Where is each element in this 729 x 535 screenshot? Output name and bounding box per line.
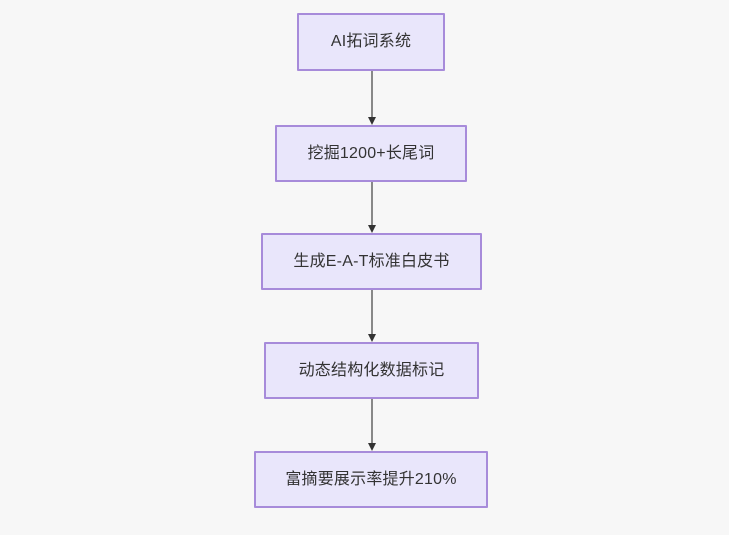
flow-node-mine-longtail-keywords[interactable]: 挖掘1200+长尾词 <box>275 125 467 182</box>
edge-line <box>371 399 373 444</box>
edge-line <box>371 71 373 118</box>
arrowhead-icon <box>367 117 376 125</box>
flow-node-generate-eat-whitepaper[interactable]: 生成E-A-T标准白皮书 <box>261 233 482 290</box>
flow-node-label: 动态结构化数据标记 <box>298 361 445 379</box>
edge-line <box>371 290 373 335</box>
flow-node-ai-keyword-system[interactable]: AI拓词系统 <box>297 13 445 71</box>
flow-node-label: 生成E-A-T标准白皮书 <box>293 252 450 270</box>
arrowhead-icon <box>367 334 376 342</box>
flow-node-label: 挖掘1200+长尾词 <box>307 144 435 162</box>
edge-line <box>371 182 373 226</box>
flow-node-dynamic-structured-data-markup[interactable]: 动态结构化数据标记 <box>264 342 479 399</box>
flow-node-label: 富摘要展示率提升210% <box>285 470 457 488</box>
flow-node-label: AI拓词系统 <box>330 33 412 51</box>
flow-node-rich-snippet-impression-uplift[interactable]: 富摘要展示率提升210% <box>254 451 488 508</box>
arrowhead-icon <box>367 225 376 233</box>
arrowhead-icon <box>367 443 376 451</box>
